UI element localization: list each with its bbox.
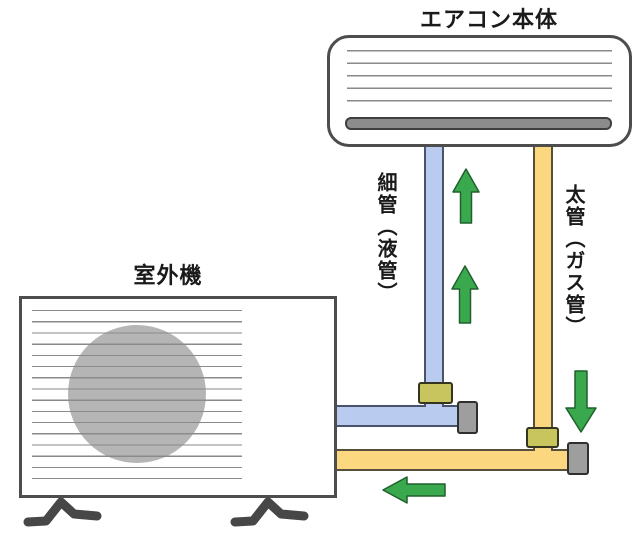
indoor-unit [327,35,632,147]
flow-arrow-up-2 [451,265,479,324]
flow-arrow-down [565,370,597,433]
flow-arrow-left [382,476,446,504]
outdoor-unit [19,296,337,498]
thick-pipe-flare-nut [567,442,589,475]
indoor-unit-vent-lines [347,50,612,103]
thin-pipe-flare-nut [457,401,478,434]
thin-pipe-label: 細管（液管） [374,172,396,304]
indoor-unit-title: エアコン本体 [419,7,558,32]
indoor-unit-louver-bar [345,117,612,130]
outdoor-unit-grille-lines [32,310,242,479]
thick-pipe-valve [526,427,559,448]
outdoor-unit-leg-right [230,497,309,527]
flow-arrow-up-1 [452,168,480,224]
thick-pipe-label: 太管（ガス管） [562,184,584,338]
outdoor-unit-title: 室外機 [133,263,203,288]
thin-pipe-valve [418,382,453,404]
outdoor-unit-leg-left [23,497,102,527]
